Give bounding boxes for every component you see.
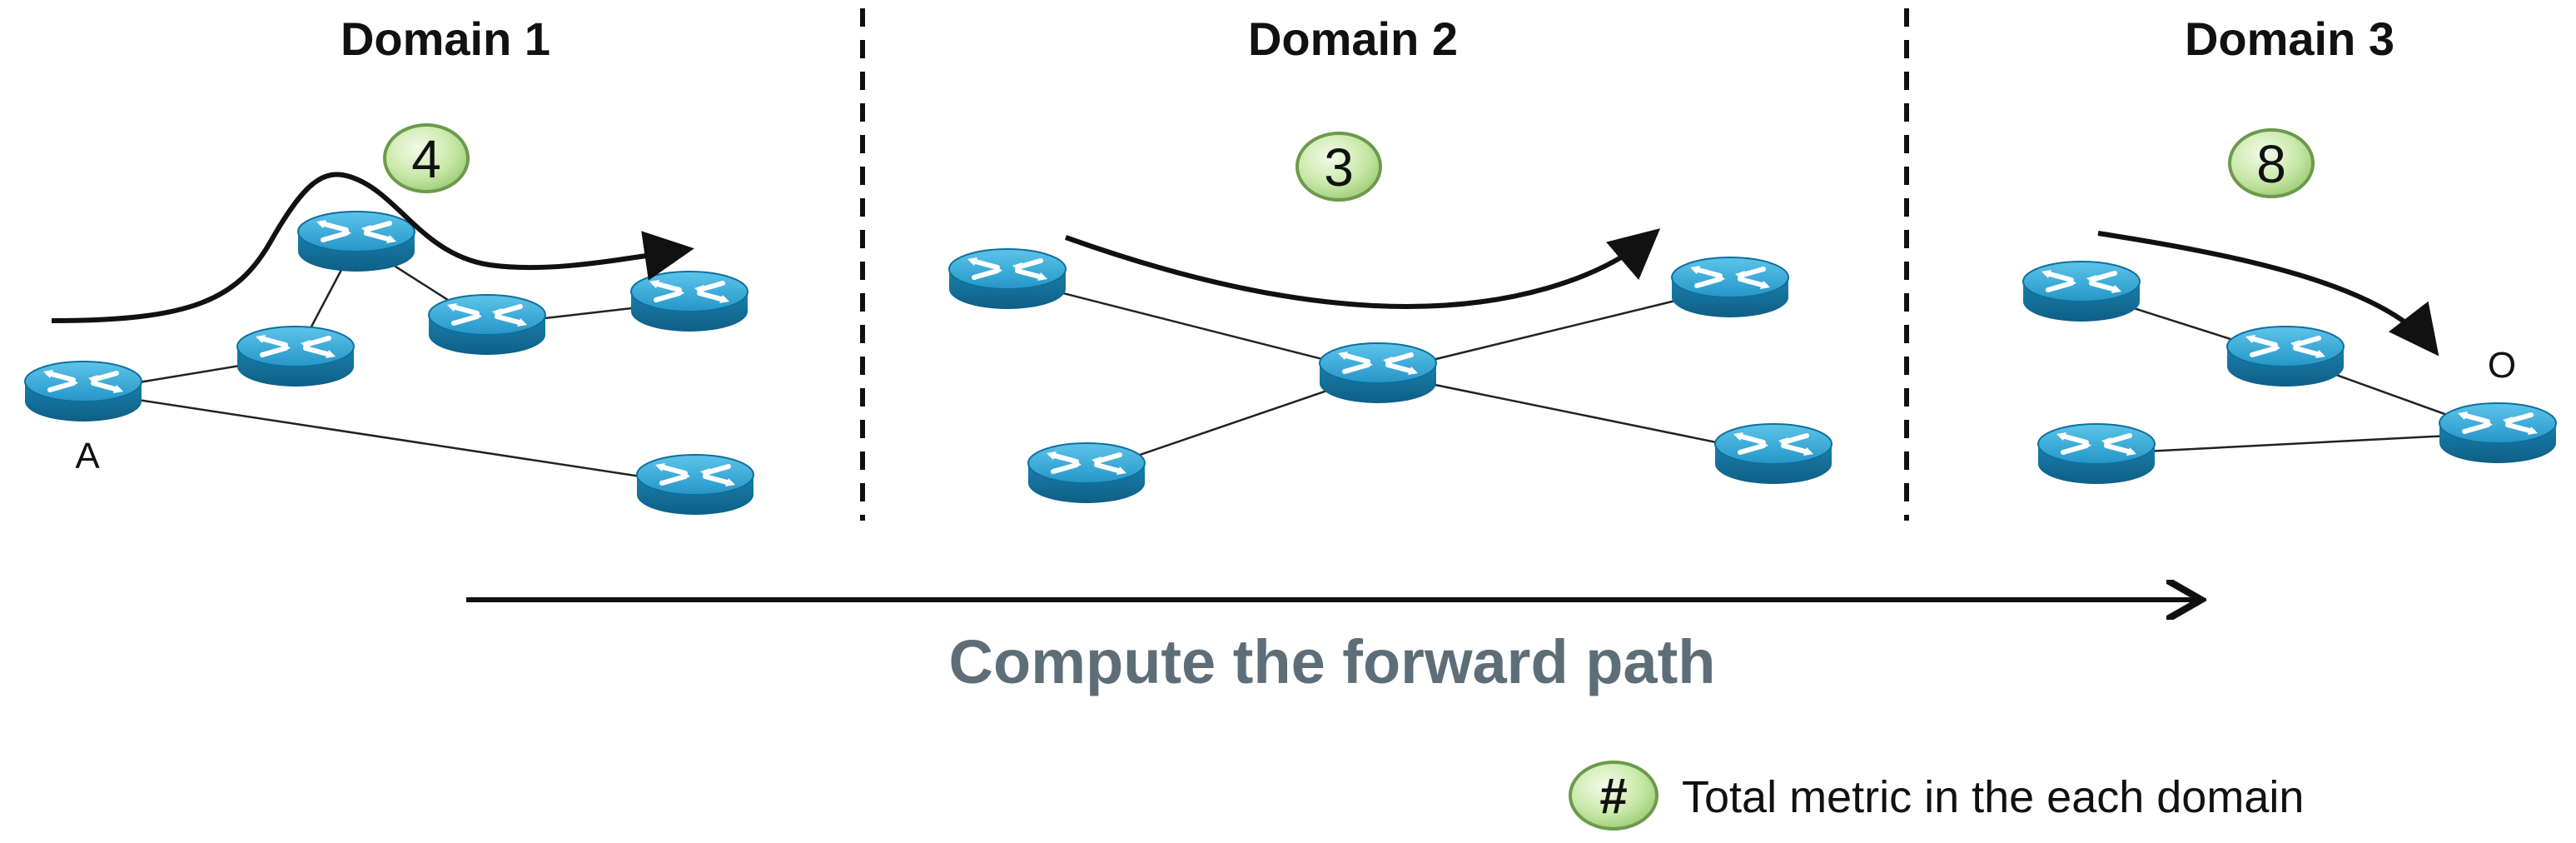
domain-1-title: Domain 1 (341, 12, 550, 65)
link-a-r6 (82, 390, 696, 486)
router-icon (1320, 343, 1436, 403)
router-icon (25, 362, 142, 422)
router-icon (298, 212, 415, 272)
link-center-d2c (1377, 372, 1774, 456)
link-d2a-center (1007, 277, 1379, 375)
legend-symbol: # (1599, 768, 1627, 824)
router-icon (949, 249, 1066, 309)
legend-metric-badge (1569, 761, 1658, 831)
router-icon (2439, 403, 2556, 463)
domain-1-metric-value: 4 (411, 129, 441, 189)
router-icon (1672, 257, 1788, 317)
router-icon (637, 455, 753, 515)
router-icon (2038, 424, 2155, 484)
domain-1-metric-badge: 4 (383, 123, 470, 193)
router-icon (237, 327, 354, 387)
link-d3c-o (2096, 431, 2499, 456)
legend-text: Total metric in the each domain (1682, 772, 2304, 822)
router-icon (1715, 424, 1832, 484)
domain-2-title: Domain 2 (1248, 12, 1458, 65)
domain-3-path-arrow (2097, 231, 2439, 357)
domain-2-metric-badge: 3 (1295, 132, 1382, 202)
router-icon (429, 295, 545, 355)
router-icon (1028, 443, 1145, 503)
source-node-label: A (75, 436, 100, 476)
domain-2-path-arrow (1064, 228, 1661, 310)
router-icon (631, 272, 748, 332)
destination-node-label: O (2488, 345, 2516, 386)
legend: # Total metric in the each domain (1569, 761, 2304, 831)
router-icon (2023, 262, 2140, 322)
forward-path-caption: Compute the forward path (949, 627, 1716, 696)
domain-2-metric-value: 3 (1324, 137, 1354, 197)
link-center-d2b (1377, 286, 1731, 375)
domain-1-path-arrow (51, 172, 694, 323)
domain-3-metric-badge: 8 (2228, 128, 2315, 198)
domain-3-title: Domain 3 (2185, 12, 2394, 65)
domain-3-metric-value: 8 (2256, 134, 2286, 194)
router-icon (2227, 327, 2344, 387)
